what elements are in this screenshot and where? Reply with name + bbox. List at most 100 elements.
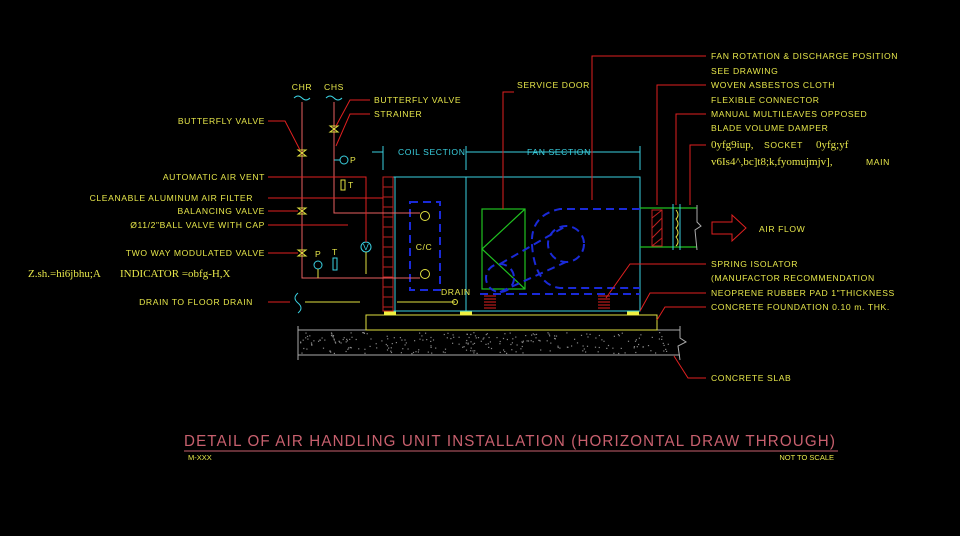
- air-filter: [382, 176, 394, 312]
- slab-aggregate: [499, 340, 501, 343]
- slab-aggregate: [414, 340, 416, 342]
- slab-aggregate: [651, 336, 653, 338]
- slab-aggregate: [472, 350, 474, 352]
- slab-aggregate: [390, 347, 392, 349]
- slab-aggregate: [486, 333, 488, 335]
- see-drawing-label: SEE DRAWING: [711, 66, 778, 76]
- slab-aggregate: [444, 348, 447, 350]
- slab-aggregate: [362, 332, 364, 334]
- slab-aggregate: [458, 343, 460, 345]
- drawing-title: DETAIL OF AIR HANDLING UNIT INSTALLATION…: [184, 433, 836, 450]
- slab-aggregate: [345, 350, 347, 353]
- slab-aggregate: [566, 332, 568, 334]
- slab-aggregate: [612, 347, 614, 349]
- slab-aggregate: [350, 347, 352, 349]
- slab-aggregate: [526, 340, 528, 342]
- slab-aggregate: [345, 341, 347, 343]
- slab-aggregate: [534, 334, 536, 336]
- slab-aggregate: [475, 337, 477, 339]
- foundation-label: CONCRETE FOUNDATION 0.10 m. THK.: [711, 302, 890, 312]
- slab-aggregate: [301, 352, 303, 354]
- strainer-label: STRAINER: [374, 109, 422, 119]
- slab-aggregate: [332, 335, 334, 337]
- slab-aggregate: [329, 350, 331, 352]
- slab-aggregate: [606, 347, 608, 349]
- slab-aggregate: [466, 339, 468, 342]
- spring-isolator-label: SPRING ISOLATOR: [711, 259, 798, 269]
- slab-aggregate: [633, 347, 635, 349]
- slab-aggregate: [540, 349, 542, 351]
- slab-aggregate: [522, 340, 524, 342]
- slab-aggregate: [465, 349, 468, 351]
- slab-aggregate: [490, 347, 493, 350]
- slab-aggregate: [346, 338, 348, 340]
- slab-aggregate: [348, 347, 350, 349]
- coil-inlet: [420, 269, 430, 279]
- slab-aggregate: [388, 347, 390, 349]
- coil-label: C/C: [416, 242, 433, 252]
- slab-aggregate: [390, 350, 392, 352]
- slab-aggregate: [546, 340, 548, 342]
- ball-valve-label: Ø11/2"BALL VALVE WITH CAP: [130, 220, 265, 230]
- slab-aggregate: [432, 339, 435, 341]
- slab-aggregate: [467, 342, 469, 344]
- service-door-label: SERVICE DOOR: [517, 80, 590, 90]
- slab-aggregate: [659, 332, 661, 334]
- slab-aggregate: [522, 341, 524, 344]
- piping: [293, 95, 458, 314]
- slab-aggregate: [521, 345, 523, 348]
- drain-to-floor-label: DRAIN TO FLOOR DRAIN: [139, 297, 253, 307]
- slab-aggregate: [447, 332, 449, 334]
- concrete-foundation: [365, 314, 658, 331]
- slab-aggregate: [430, 345, 432, 347]
- slab-aggregate: [555, 335, 558, 337]
- slab-aggregate: [452, 342, 454, 344]
- slab-aggregate: [404, 339, 406, 341]
- slab-aggregate: [613, 335, 615, 337]
- slab-aggregate: [311, 344, 313, 346]
- slab-aggregate: [477, 337, 480, 339]
- slab-aggregate: [430, 346, 432, 348]
- slab-aggregate: [582, 345, 584, 347]
- slab-aggregate: [474, 335, 477, 337]
- slab-aggregate: [450, 338, 452, 340]
- slab-aggregate: [400, 352, 402, 354]
- slab-aggregate: [658, 338, 660, 340]
- slab-aggregate: [559, 347, 561, 349]
- slab-aggregate: [366, 333, 368, 335]
- slab-aggregate: [333, 352, 335, 354]
- slab-aggregate: [335, 342, 337, 344]
- manufactor-label: (MANUFACTOR RECOMMENDATION: [711, 273, 875, 283]
- slab-aggregate: [509, 332, 511, 334]
- slab-aggregate: [419, 332, 421, 334]
- slab-aggregate: [427, 351, 429, 353]
- slab-aggregate: [306, 335, 309, 337]
- slab-aggregate: [364, 348, 366, 350]
- slab-aggregate: [496, 337, 498, 339]
- drain-label: DRAIN: [441, 287, 471, 297]
- coil-outlet: [420, 211, 430, 221]
- coil-section-label: COIL SECTION: [398, 147, 466, 157]
- slab-aggregate: [511, 342, 513, 344]
- slab-aggregate: [607, 344, 610, 347]
- slab-aggregate: [351, 336, 353, 338]
- slab-aggregate: [635, 351, 637, 354]
- slab-aggregate: [321, 337, 323, 339]
- neoprene-label: NEOPRENE RUBBER PAD 1"THICKNESS: [711, 288, 895, 298]
- slab-aggregate: [470, 347, 472, 349]
- slab-aggregate: [463, 346, 465, 348]
- manual-damper-label: MANUAL MULTILEAVES OPPOSED: [711, 109, 867, 119]
- slab-aggregate: [522, 352, 524, 354]
- slab-aggregate: [549, 350, 551, 352]
- slab-aggregate: [473, 332, 475, 334]
- slab-aggregate: [620, 347, 622, 349]
- slab-aggregate: [554, 338, 556, 340]
- slab-aggregate: [425, 332, 427, 334]
- woven-cloth-label: WOVEN ASBESTOS CLOTH: [711, 80, 835, 90]
- slab-aggregate: [515, 351, 517, 353]
- slab-aggregate: [302, 339, 304, 341]
- slab-aggregate: [339, 341, 341, 343]
- slab-aggregate: [527, 340, 530, 342]
- slab-aggregate: [431, 352, 433, 354]
